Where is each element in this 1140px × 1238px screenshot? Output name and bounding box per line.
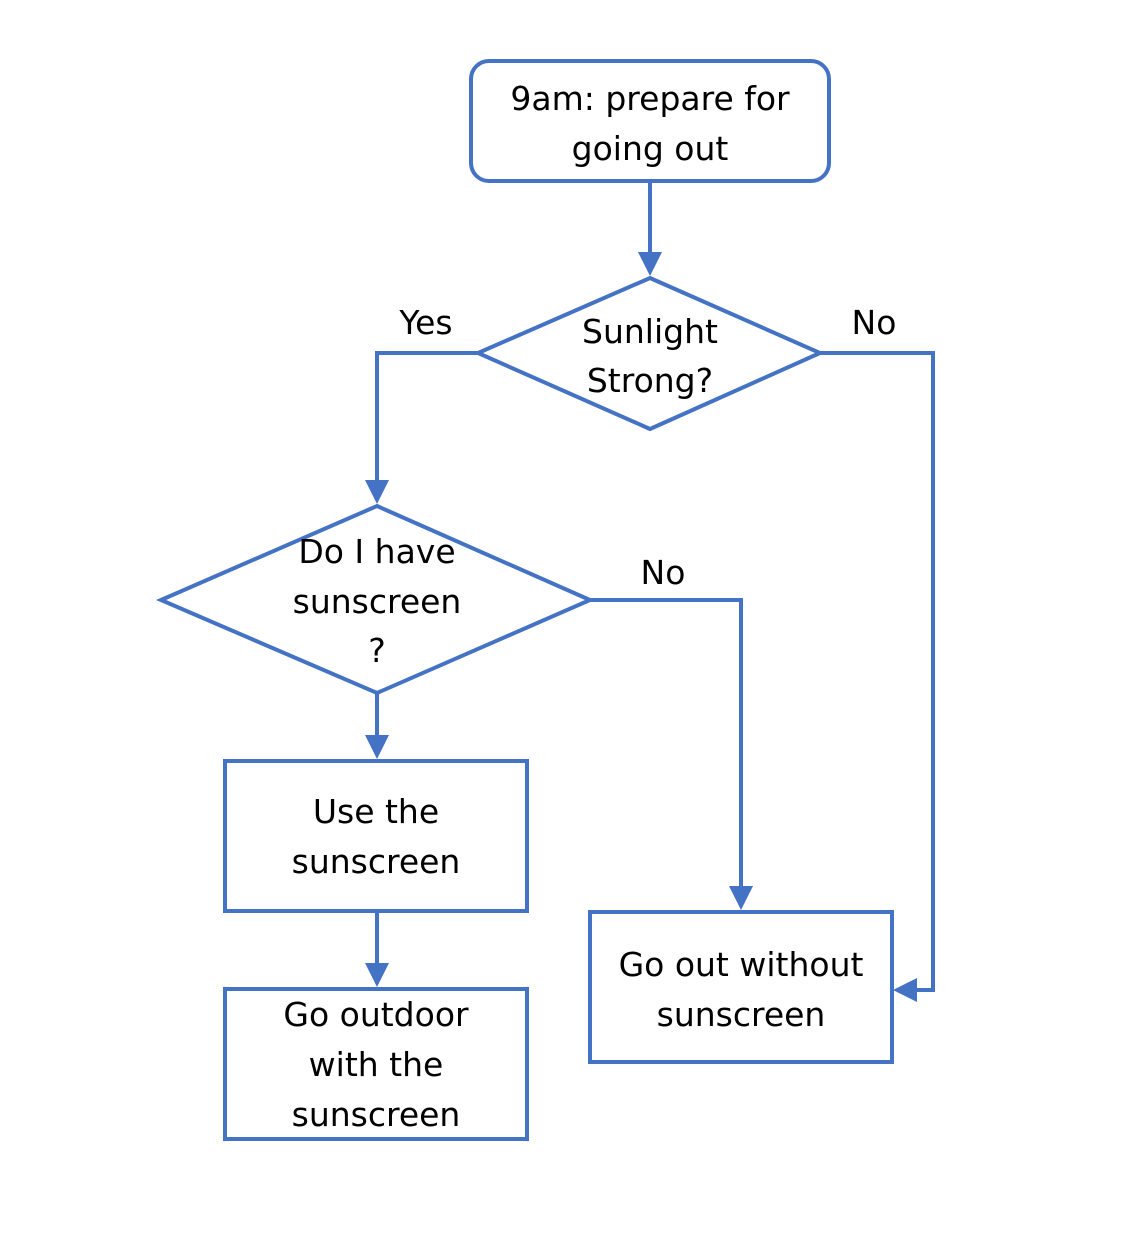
node-sunlight-decision: Sunlight Strong? <box>473 275 825 432</box>
node-have-line-3: ? <box>368 631 386 670</box>
node-have-line-2: sunscreen <box>293 582 462 621</box>
node-outdoor-line-3: sunscreen <box>292 1095 461 1134</box>
node-go-outdoor: Go outdoor with the sunscreen <box>223 987 529 1141</box>
edge-label-sunlight-yes: Yes <box>398 303 452 342</box>
edge-sunlight-no <box>820 351 935 1002</box>
node-use-sunscreen: Use the sunscreen <box>223 759 529 913</box>
node-sunlight-line-1: Sunlight <box>582 312 718 351</box>
node-have-line-1: Do I have <box>298 532 455 571</box>
node-without-line-1: Go out without <box>619 945 864 984</box>
node-use-line-1: Use the <box>313 792 439 831</box>
node-sunlight-line-2: Strong? <box>587 361 713 400</box>
node-start: 9am: prepare for going out <box>469 59 831 183</box>
node-without-line-2: sunscreen <box>657 995 826 1034</box>
edge-have-no <box>590 598 753 910</box>
node-go-without: Go out without sunscreen <box>588 910 894 1064</box>
node-outdoor-line-2: with the <box>309 1045 444 1084</box>
edge-sunlight-yes <box>365 351 478 504</box>
node-start-line-2: going out <box>572 129 729 168</box>
node-outdoor-line-1: Go outdoor <box>283 995 469 1034</box>
node-have-sunscreen-decision: Do I have sunscreen ? <box>155 503 595 696</box>
edge-label-sunlight-no: No <box>852 303 897 342</box>
node-use-line-2: sunscreen <box>292 842 461 881</box>
edge-label-have-no: No <box>641 553 686 592</box>
node-start-line-1: 9am: prepare for <box>510 79 790 118</box>
